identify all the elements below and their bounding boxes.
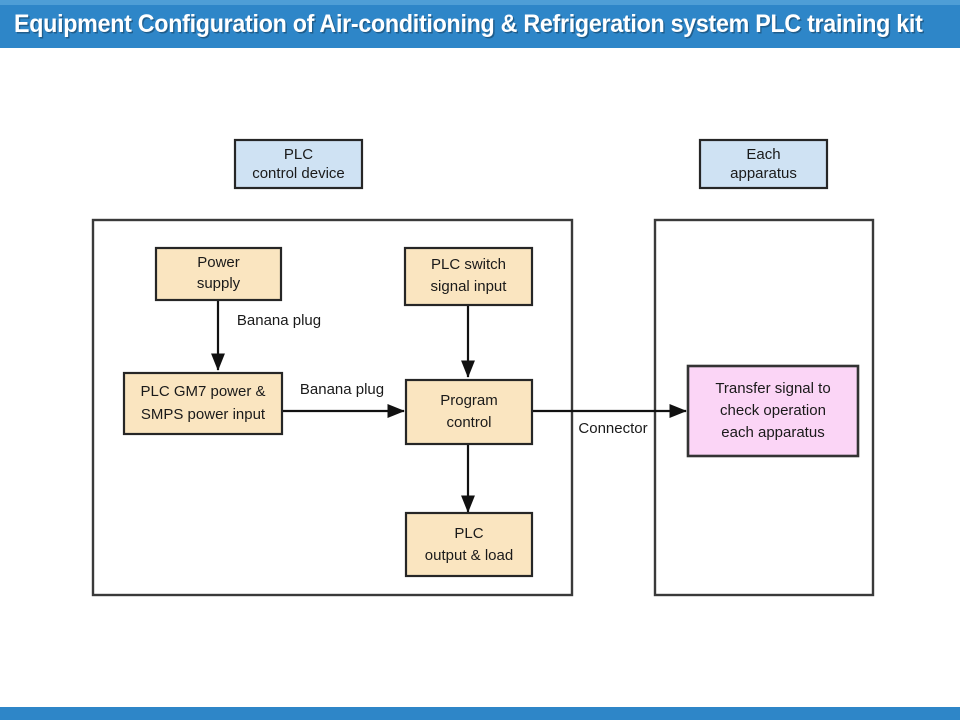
header-box-plc-control-device-line-2: control device	[252, 165, 345, 182]
slide-bottom-bar	[0, 707, 960, 720]
edge-label-banana-plug-horizontal: Banana plug	[300, 381, 384, 398]
header-box-plc-control-device: PLC control device	[233, 138, 364, 190]
header-box-plc-control-device-line-1: PLC	[284, 146, 313, 163]
node-program-control-line-2: control	[446, 414, 491, 431]
title-bar-highlight-strip	[0, 0, 960, 5]
node-plc-switch-signal-input-line-1: PLC switch	[431, 256, 506, 273]
node-program-control: Program control	[404, 378, 534, 446]
slide-title-bar: Equipment Configuration of Air-condition…	[0, 0, 960, 48]
node-transfer-signal-line-1: Transfer signal to	[715, 380, 830, 397]
diagram-canvas: PLC control device Each apparatus Banana…	[0, 48, 960, 707]
node-plc-output-load-line-2: output & load	[425, 547, 513, 564]
node-plc-gm7-power-line-2: SMPS power input	[141, 406, 266, 423]
edge-label-connector: Connector	[578, 420, 647, 437]
node-program-control-line-1: Program	[440, 392, 498, 409]
node-power-supply-line-1: Power	[197, 254, 240, 271]
node-plc-output-load-line-1: PLC	[454, 525, 483, 542]
header-box-each-apparatus-line-2: apparatus	[730, 165, 797, 182]
node-power-supply: Power supply	[154, 246, 283, 302]
header-box-each-apparatus: Each apparatus	[698, 138, 829, 190]
node-plc-output-load: PLC output & load	[404, 511, 534, 578]
node-power-supply-line-2: supply	[197, 275, 241, 292]
node-plc-gm7-power-smps-power-input: PLC GM7 power & SMPS power input	[122, 371, 284, 436]
node-plc-switch-signal-input: PLC switch signal input	[403, 246, 534, 307]
node-transfer-signal-to-check-operation: Transfer signal to check operation each …	[686, 364, 860, 458]
page-title: Equipment Configuration of Air-condition…	[14, 10, 923, 38]
node-plc-switch-signal-input-line-2: signal input	[431, 278, 508, 295]
node-transfer-signal-line-2: check operation	[720, 402, 826, 419]
node-plc-gm7-power-line-1: PLC GM7 power &	[140, 383, 265, 400]
node-transfer-signal-line-3: each apparatus	[721, 424, 824, 441]
edge-label-banana-plug-vertical: Banana plug	[237, 312, 321, 329]
header-box-each-apparatus-line-1: Each	[746, 146, 780, 163]
